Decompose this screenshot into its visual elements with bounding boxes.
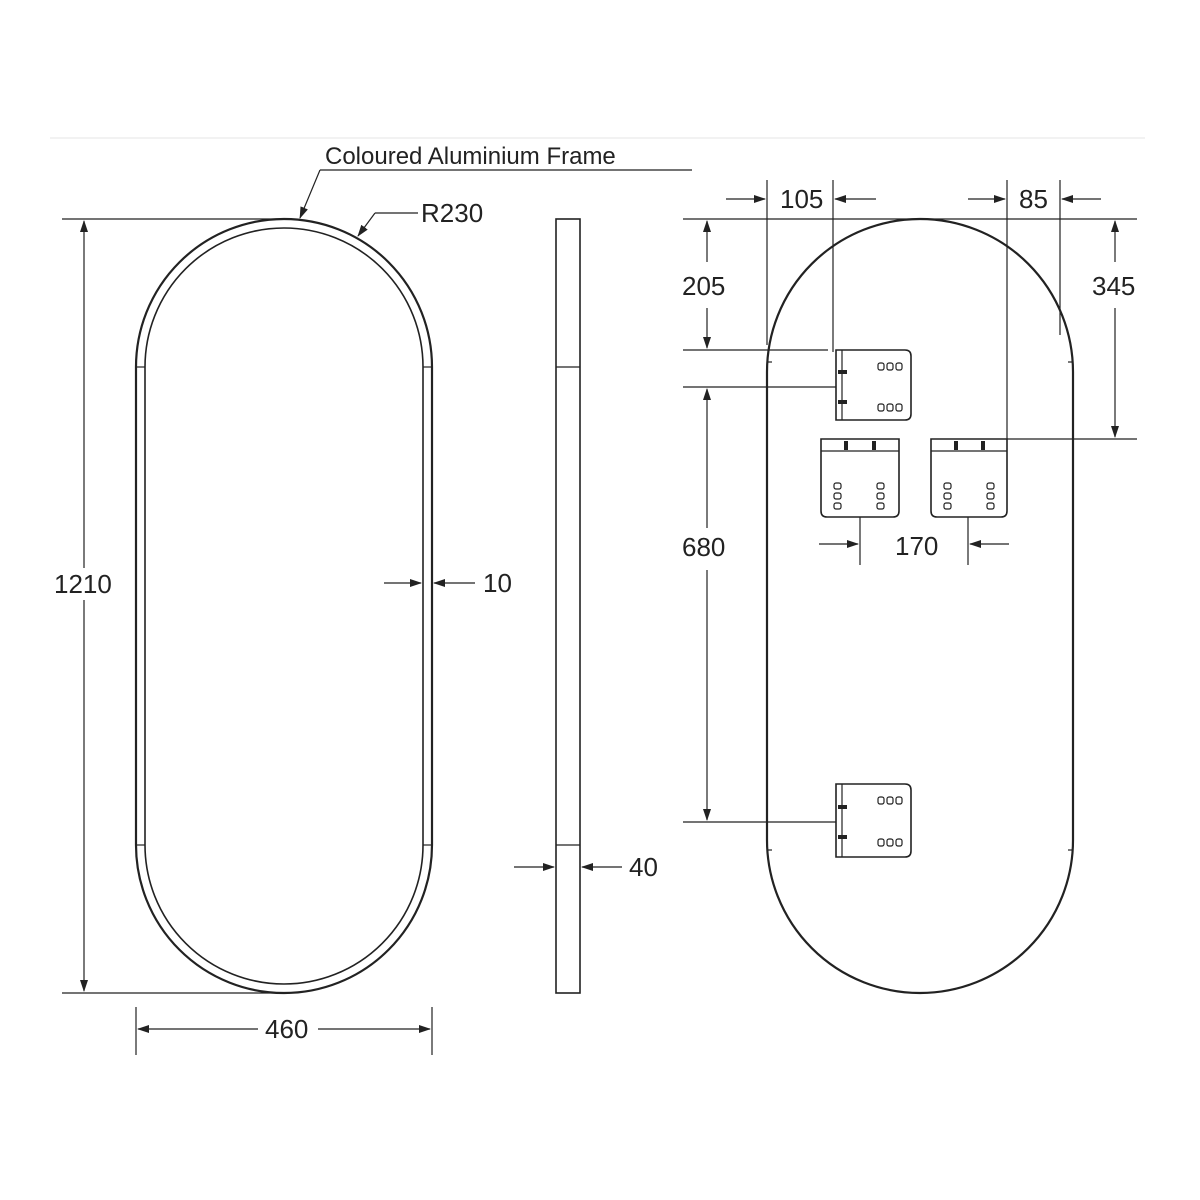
top-drop-label: 205 [682, 271, 725, 301]
radius-label-leader [357, 212, 376, 237]
side-view: 40 [514, 218, 658, 994]
mirror-inner-frame [144, 227, 424, 985]
right-wall-cleat [930, 438, 1008, 518]
right-offset-label: 85 [1019, 184, 1048, 214]
mid-drop-label: 345 [1092, 271, 1135, 301]
mirror-back-outline [765, 217, 1075, 995]
left-offset-label: 105 [780, 184, 823, 214]
bottom-hanging-bracket [835, 783, 912, 858]
width-label: 460 [265, 1014, 308, 1044]
radius-label: R230 [421, 198, 483, 228]
top-hanging-bracket [835, 349, 912, 421]
depth-label: 40 [629, 852, 658, 882]
mirror-outer-frame [134, 217, 434, 995]
frame-width-label: 10 [483, 568, 512, 598]
frame-label-leader [299, 169, 321, 219]
frame-label: Coloured Aluminium Frame [325, 143, 616, 170]
height-label: 1210 [54, 569, 112, 599]
bracket-spacing-label: 680 [682, 532, 725, 562]
front-view: Coloured Aluminium Frame R230 1210 460 1… [54, 143, 692, 1055]
mirror-side-profile [555, 218, 581, 994]
back-view: 105 85 205 345 680 [682, 180, 1137, 995]
left-wall-cleat [820, 438, 900, 518]
cleat-spacing-label: 170 [895, 531, 938, 561]
